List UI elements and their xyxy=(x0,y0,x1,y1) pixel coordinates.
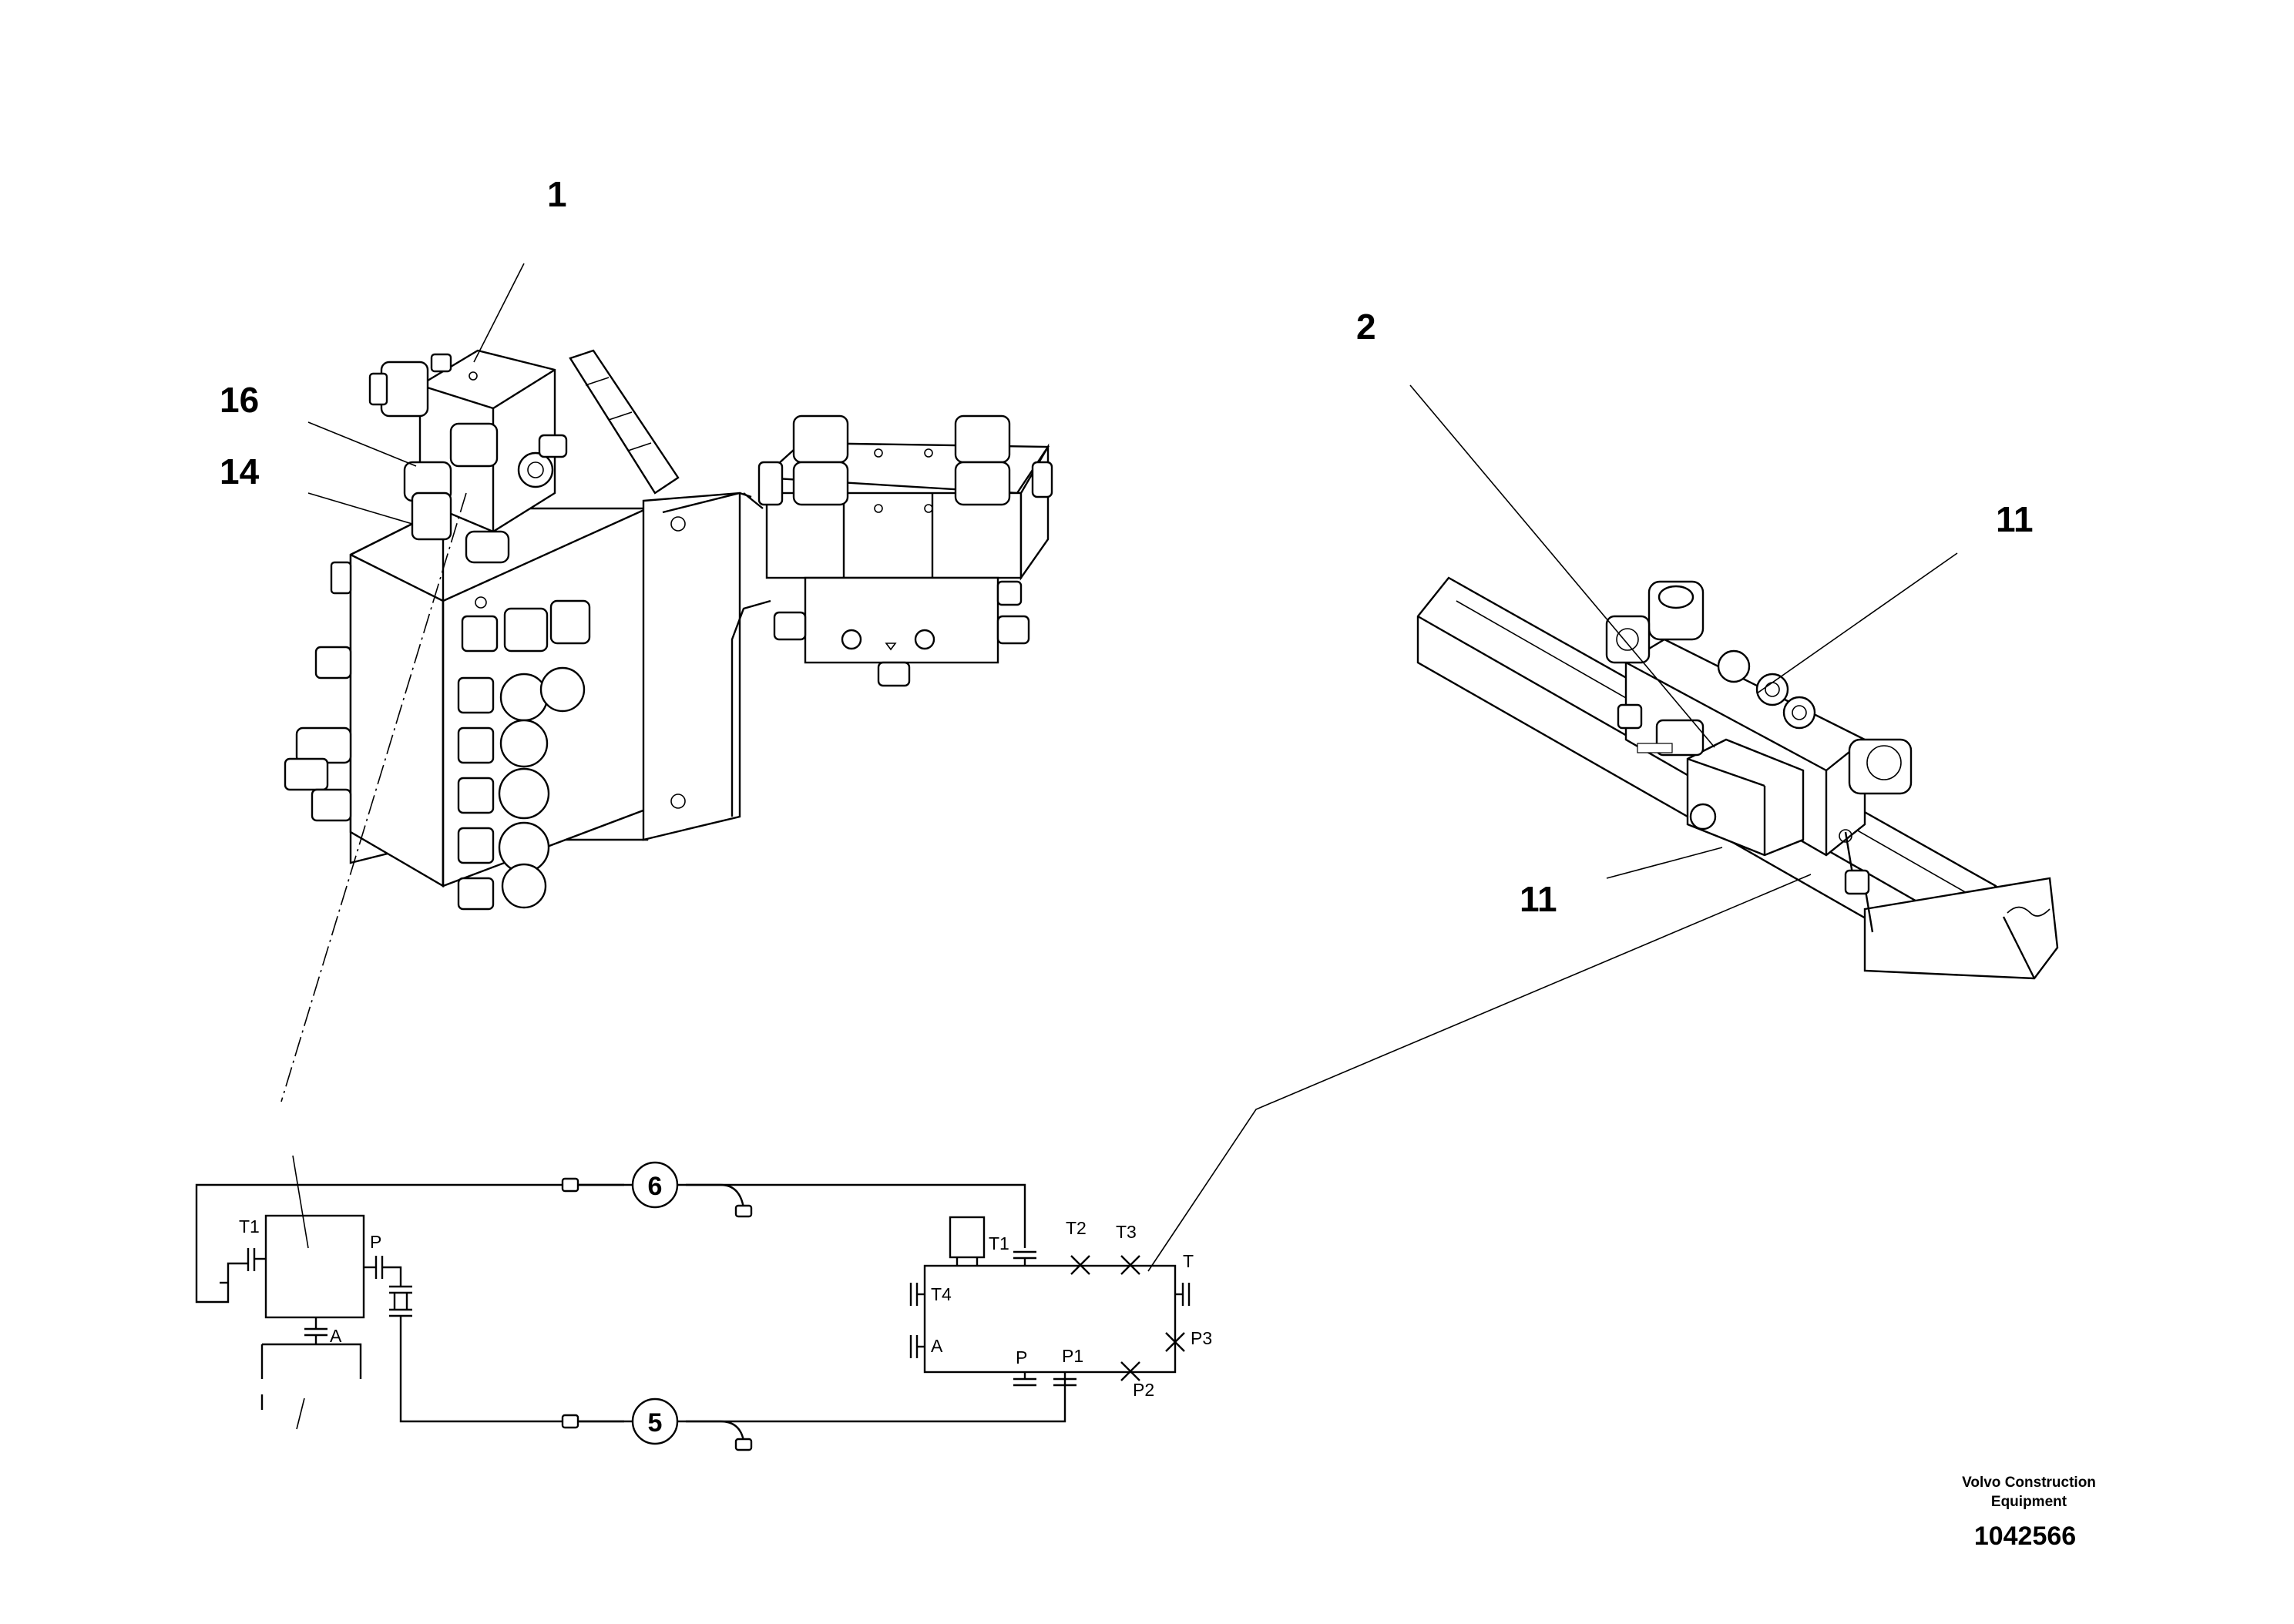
callout-labels: 1 2 11 11 16 14 xyxy=(220,174,2034,919)
left-valve-assembly xyxy=(284,349,752,911)
schematic-right-valve xyxy=(923,1264,1177,1374)
hose-6: 6 xyxy=(561,1161,753,1218)
leader-right-schematic xyxy=(1147,874,1812,1272)
port-left-a: A xyxy=(330,1326,342,1346)
leader-11-lower xyxy=(1606,847,1723,879)
port-right-p3: P3 xyxy=(1191,1328,1212,1348)
brand-line-2: Equipment xyxy=(1991,1494,2067,1510)
hydraulic-schematic: 6 5 xyxy=(195,1161,1212,1451)
right-beam-assembly xyxy=(1416,576,2059,980)
port-right-t3: T3 xyxy=(1116,1222,1137,1242)
leader-14 xyxy=(307,492,413,525)
hose-5: 5 xyxy=(561,1398,753,1451)
port-right-t2: T2 xyxy=(1066,1218,1087,1238)
leader-1 xyxy=(473,263,525,363)
callout-11-upper: 11 xyxy=(1996,499,2034,539)
port-right-t1: T1 xyxy=(989,1233,1009,1253)
leader-2 xyxy=(1409,384,1715,748)
top-cartridge-valve xyxy=(368,349,680,564)
callout-2: 2 xyxy=(1356,307,1376,347)
hose-6-label: 6 xyxy=(648,1172,663,1201)
leader-lines xyxy=(280,263,1958,1430)
document-number: 1042566 xyxy=(1974,1522,2076,1551)
schematic-left-valve xyxy=(264,1214,365,1319)
port-right-t: T xyxy=(1183,1251,1194,1271)
dash-leader-left xyxy=(280,492,467,1102)
callout-1: 1 xyxy=(547,174,567,214)
brand-line-1: Volvo Construction xyxy=(1962,1475,2096,1491)
port-right-p1: P1 xyxy=(1062,1346,1083,1366)
leader-left-lower xyxy=(296,1398,305,1430)
callout-14: 14 xyxy=(220,451,260,492)
left-side-fittings xyxy=(284,561,352,822)
center-valve-stack xyxy=(731,414,1053,817)
port-right-p: P xyxy=(1016,1347,1027,1367)
leader-16 xyxy=(307,421,417,467)
footer: Volvo Construction Equipment 1042566 xyxy=(1962,1475,2096,1551)
front-face-fittings xyxy=(457,596,591,911)
hose-5-label: 5 xyxy=(648,1408,663,1438)
leader-11-upper xyxy=(1756,552,1958,694)
port-left-p: P xyxy=(370,1232,381,1252)
schematic-solenoid xyxy=(949,1216,986,1259)
callout-11-lower: 11 xyxy=(1520,879,1557,919)
leader-left-schematic xyxy=(292,1155,309,1249)
port-right-t4: T4 xyxy=(931,1284,952,1304)
port-right-p2: P2 xyxy=(1133,1380,1154,1400)
port-right-a: A xyxy=(931,1336,943,1356)
callout-16: 16 xyxy=(220,380,259,420)
port-left-t1: T1 xyxy=(239,1216,260,1236)
